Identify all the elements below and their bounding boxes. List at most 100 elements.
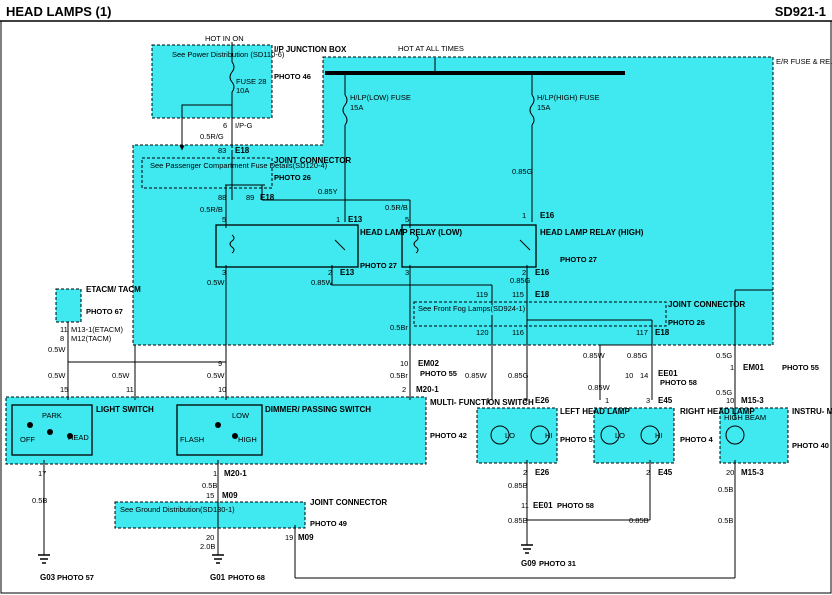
label-photo55a: PHOTO 55 [420,369,457,378]
label-c-e18: E18 [235,146,250,155]
label-c-m153: M15-3 [741,396,764,405]
er-fuse-relay-box [132,56,774,346]
label-g09: G09 [521,559,537,568]
label-pin116: 116 [512,328,524,337]
label-photo58a: PHOTO 58 [660,378,697,387]
label-c-m09b: M09 [298,533,314,542]
label-w-085g2: 0.85G [510,276,531,285]
label-er-box: E/R FUSE & RELAY BOX [776,57,832,66]
label-photo57: PHOTO 57 [57,573,94,582]
label-flash: FLASH [180,435,204,444]
diagram-title: HEAD LAMPS (1) [6,4,112,19]
label-c-m201b: M20-1 [224,469,247,478]
label-pin5b: 5 [405,215,409,224]
label-park: PARK [42,411,62,420]
label-pin115: 115 [512,290,524,299]
label-relay-high: HEAD LAMP RELAY (HIGH) [540,228,644,237]
label-pin11ee: 11 [521,501,529,510]
label-fuse28: FUSE 28 [236,77,266,86]
label-w-05b1: 0.5B [32,496,47,505]
label-c-e26b: E26 [535,468,550,477]
label-w-085w3: 0.85W [583,351,606,360]
label-low: LOW [232,411,250,420]
label-inst: INSTRU- MENT CLUSTER [792,407,832,416]
label-left-lamp: LEFT HEAD LAMP [560,407,630,416]
label-photo26a: PHOTO 26 [274,173,311,182]
label-c-e13b: E13 [340,268,355,277]
label-c-e18d: E18 [655,328,670,337]
label-photo68: PHOTO 68 [228,573,265,582]
label-pin20j: 20 [206,533,214,542]
label-relay-low: HEAD LAMP RELAY (LOW) [360,228,462,237]
label-etacm: ETACM/ TACM [86,285,141,294]
label-w-05g1: 0.5G [716,351,732,360]
label-photo58b: PHOTO 58 [557,501,594,510]
label-see-fog: See Front Fog Lamps(SD924-1) [418,304,526,313]
label-photo5: PHOTO 5 [560,435,593,444]
label-pin2l: 2 [523,468,527,477]
label-photo27a: PHOTO 27 [360,261,397,270]
label-w-085g3: 0.85G [508,371,529,380]
label-joint3: JOINT CONNECTOR [310,498,387,507]
label-pin20: 20 [726,468,734,477]
label-photo26b: PHOTO 26 [668,318,705,327]
label-pin2a: 2 [328,268,332,277]
label-pin2b: 2 [522,268,526,277]
label-pin120: 120 [476,328,489,337]
label-pin10c: 10 [726,396,734,405]
relay-high [401,224,537,268]
label-w-05w2: 0.5W [48,345,66,354]
label-photo46: PHOTO 46 [274,72,311,81]
label-g03: G03 [40,573,56,582]
label-pin89: 89 [246,193,254,202]
label-w-05w5: 0.5W [207,371,225,380]
label-highbeam: HIGH BEAM [724,413,766,422]
label-c-e45b: E45 [658,468,673,477]
label-pin10a: 10 [400,359,408,368]
label-w-085b1: 0.85B [508,481,528,490]
left-head-lamp-box [476,407,558,464]
diagram-code: SD921-1 [774,4,826,19]
label-pin117: 117 [636,328,648,337]
label-pin1r: 1 [605,396,609,405]
multi-function-switch [5,396,427,465]
label-c-ipg: I/P-G [235,121,253,130]
label-c-ee01a: EE01 [658,369,678,378]
label-pin2s: 2 [402,385,406,394]
label-w-085g4: 0.85G [627,351,648,360]
label-w-085y: 0.85Y [318,187,338,196]
label-lo2: LO [615,431,625,440]
label-hlp-high: H/LP(HIGH) FUSE [537,93,600,102]
label-w-085b2: 0.85B [508,516,528,525]
label-w-05b3: 0.5B [718,485,733,494]
label-hlp-low-a: 15A [350,103,363,112]
relay-low [215,224,359,268]
label-c-e13: E13 [348,215,363,224]
joint-connector-m09 [114,501,306,529]
label-pin3b: 3 [405,268,409,277]
label-c-em02: EM02 [418,359,439,368]
label-off: OFF [20,435,35,444]
label-pin17: 17 [38,469,46,478]
label-c-e45: E45 [658,396,673,405]
label-multi-sw: MULTI- FUNCTION SWITCH [430,398,534,407]
label-joint2: JOINT CONNECTOR [668,300,745,309]
label-photo27b: PHOTO 27 [560,255,597,264]
label-lo1: LO [505,431,515,440]
label-m13: M13-1(ETACM) [71,325,123,334]
label-pin10s: 10 [218,385,226,394]
label-w-05b4: 0.5B [718,516,733,525]
label-pin1a: 1 [336,215,340,224]
label-c-m153b: M15-3 [741,468,764,477]
label-pin88: 88 [218,193,226,202]
label-fuse28-a: 10A [236,86,249,95]
label-pin11s: 11 [126,385,134,394]
label-w-085g: 0.85G [512,167,533,176]
label-hot-at-all-times: HOT AT ALL TIMES [398,44,464,53]
label-pin10ee: 10 [625,371,633,380]
label-g01: G01 [210,573,226,582]
right-head-lamp-box [593,407,675,464]
label-c-em01: EM01 [743,363,764,372]
label-see-power: See Power Distribution (SD110-6) [172,50,285,59]
